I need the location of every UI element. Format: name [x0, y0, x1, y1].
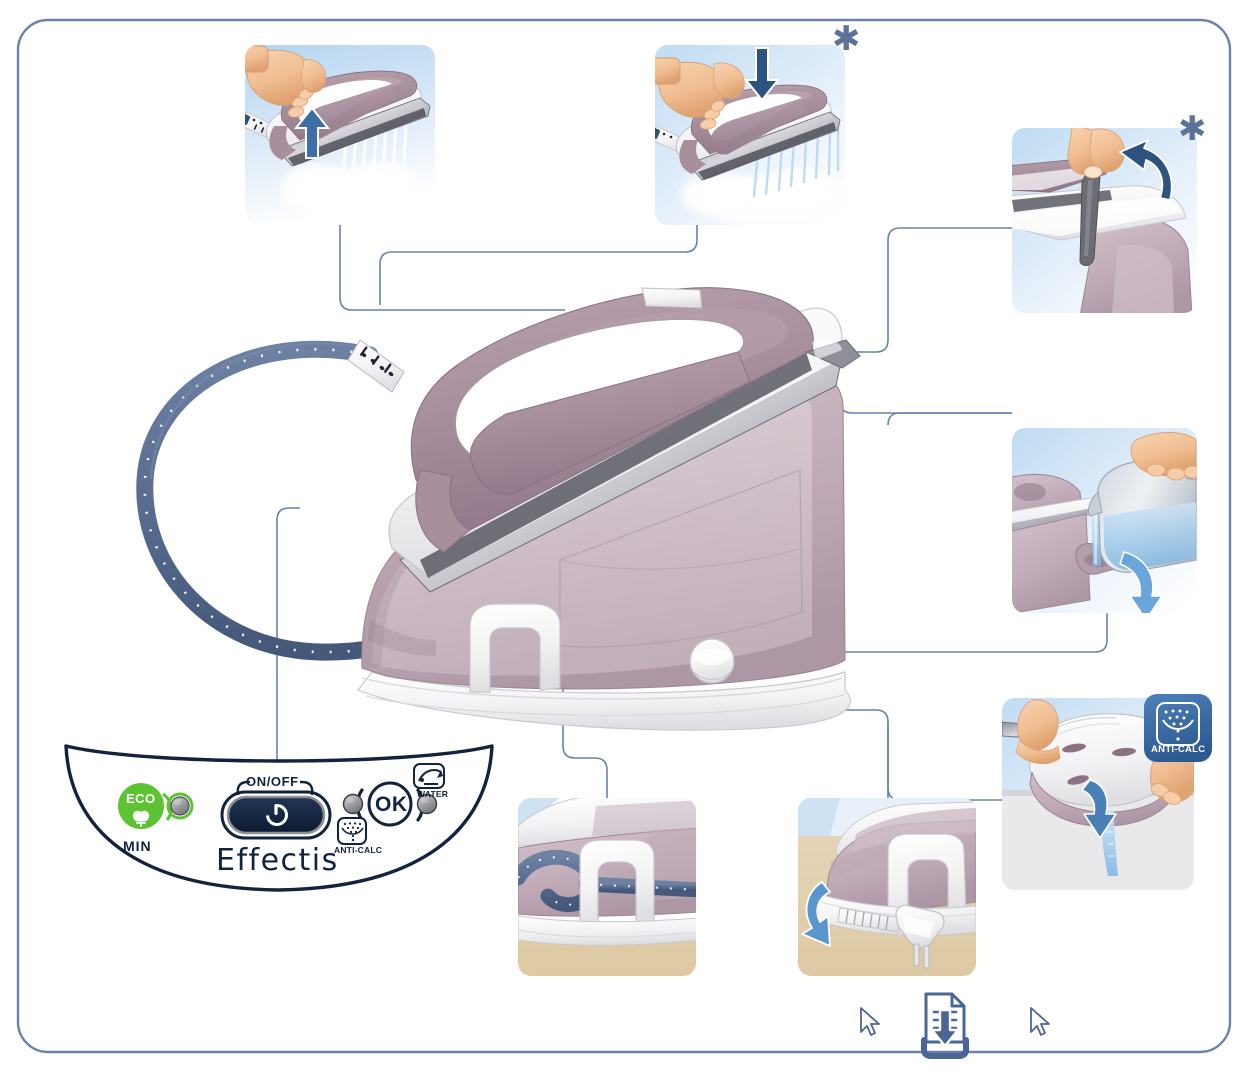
control-panel	[64, 744, 494, 892]
onoff-label: ON/OFF	[246, 774, 299, 789]
cursor-arrow-icon	[860, 1007, 880, 1036]
page-frame	[16, 18, 1232, 1054]
arrow-curve-down-icon	[1081, 779, 1117, 839]
drain-cap-knob	[689, 638, 735, 684]
base-unit	[357, 376, 851, 731]
panel-steam-boost	[655, 45, 845, 225]
steam-cord	[136, 340, 439, 661]
asterisk-marker-steam-boost: ✱	[832, 19, 861, 59]
panel-steam-trigger	[245, 45, 435, 225]
document-download-icon[interactable]	[921, 992, 969, 1059]
cord-connector	[347, 339, 405, 393]
water-led	[416, 793, 438, 815]
power-icon	[266, 804, 288, 826]
panel-fill-water-tank	[1012, 428, 1197, 613]
panel-cord-storage	[518, 798, 696, 976]
eco-led	[170, 796, 190, 816]
arrow-up-icon	[293, 106, 331, 159]
anticalc-icon	[337, 817, 367, 845]
iron-unit	[388, 287, 861, 593]
asterisk-marker-lock-release: ✱	[1178, 109, 1207, 149]
water-label: WATER	[417, 789, 449, 799]
min-label: MIN	[123, 838, 152, 854]
arrow-curve-down-left-icon	[801, 881, 831, 947]
leader-lines	[276, 225, 1108, 801]
panel-iron-lock-release	[1012, 128, 1197, 313]
panel-plug-storage	[798, 798, 976, 976]
arrow-down-icon	[743, 47, 781, 102]
ok-label: OK	[375, 793, 408, 816]
anticalc-label: ANTI-CALC	[334, 845, 383, 855]
anticalc-badge	[1144, 694, 1212, 762]
anticalc-led	[342, 793, 364, 815]
eco-button[interactable]	[118, 783, 194, 829]
arrow-curve-left-icon	[1119, 139, 1173, 201]
anticalc-badge-label: ANTI-CALC	[1151, 744, 1206, 755]
panel-anticalc-rinse	[1002, 694, 1212, 890]
cursor-arrow-icon	[1030, 1007, 1050, 1036]
eco-label: ECO	[126, 791, 156, 806]
arrow-curve-down-icon	[1119, 551, 1163, 613]
footer-icons	[860, 992, 1050, 1059]
power-button[interactable]	[220, 780, 332, 840]
main-appliance-illustration	[136, 287, 861, 731]
water-drop-fill-icon	[413, 763, 445, 789]
brand-label: Effectis	[216, 843, 339, 878]
